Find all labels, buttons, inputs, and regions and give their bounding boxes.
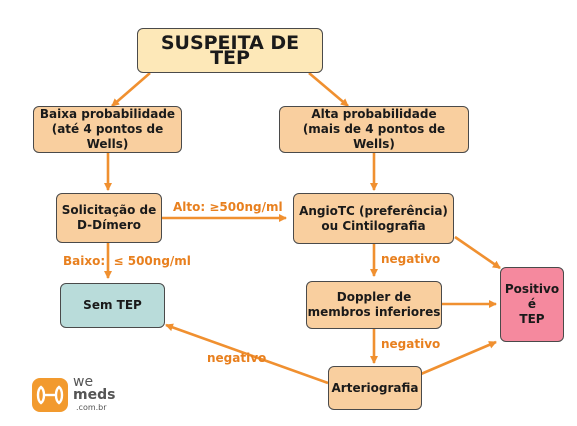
arrow-angio-to-positive xyxy=(454,235,501,270)
d-dimer-line1: Solicitação de xyxy=(61,203,157,217)
edge-label-angio-negative: negativo xyxy=(381,252,441,266)
high-probability-node: Alta probabilidade (mais de 4 pontos de … xyxy=(279,106,469,153)
arrow-arterio-to-positive xyxy=(420,340,497,376)
positive-line1: Positivo xyxy=(504,282,560,296)
arteriography-node: Arteriografia xyxy=(328,366,422,410)
low-probability-line2: (até 4 pontos de Wells) xyxy=(51,122,164,151)
edge-label-arterio-negative: negativo xyxy=(207,351,267,365)
edge-label-high-d-dimer: Alto: ≥500ng/ml xyxy=(173,200,283,214)
edge-label-doppler-negative: negativo xyxy=(381,337,441,351)
logo-word-meds: meds xyxy=(73,387,116,403)
logo-word-we: we xyxy=(73,374,94,390)
arrow-start-to-high xyxy=(308,72,349,107)
angio-line1: AngioTC (preferência) xyxy=(299,203,448,218)
logo-domain: .com.br xyxy=(76,403,107,412)
positive-node: Positivo é TEP xyxy=(500,267,564,342)
low-probability-line1: Baixa probabilidade xyxy=(39,107,176,121)
no-pe-node: Sem TEP xyxy=(60,283,165,328)
low-probability-node: Baixa probabilidade (até 4 pontos de Wel… xyxy=(33,106,182,153)
edge-label-low-d-dimer: Baixo: ≤ 500ng/ml xyxy=(63,254,191,268)
arteriography-label: Arteriografia xyxy=(331,380,419,395)
high-probability-line1: Alta probabilidade xyxy=(311,107,437,121)
no-pe-label: Sem TEP xyxy=(83,298,142,312)
wemeds-logo-icon xyxy=(32,378,68,412)
start-node: SUSPEITA DE TEP xyxy=(137,28,323,73)
angio-line2: ou Cintilografia xyxy=(321,218,426,233)
angio-node: AngioTC (preferência) ou Cintilografia xyxy=(293,193,454,244)
arrow-arterio-to-noPE xyxy=(165,323,329,385)
doppler-line2: membros inferiores xyxy=(307,305,441,319)
doppler-line1: Doppler de xyxy=(336,290,412,304)
start-label: SUSPEITA DE TEP xyxy=(160,31,300,69)
d-dimer-line2: D-Dímero xyxy=(76,218,142,232)
positive-line3: TEP xyxy=(519,312,545,326)
arrow-start-to-low xyxy=(111,72,151,107)
positive-line2: é xyxy=(527,297,537,311)
d-dimer-node: Solicitação de D-Dímero xyxy=(56,193,162,243)
high-probability-line2: (mais de 4 pontos de Wells) xyxy=(302,122,446,151)
doppler-node: Doppler de membros inferiores xyxy=(306,281,442,329)
